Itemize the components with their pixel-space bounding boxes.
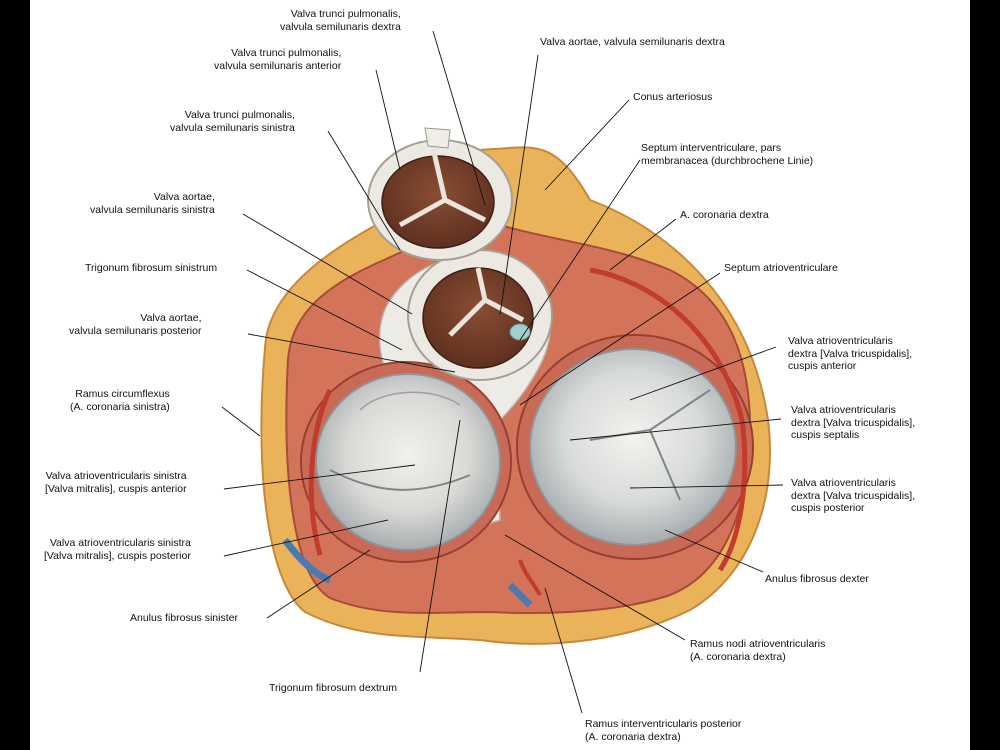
label-ao-sinistra: Valva aortae, valvula semilunaris sinist… — [90, 191, 215, 216]
label-anulus-sinister: Anulus fibrosus sinister — [130, 612, 238, 624]
membranous-septum — [509, 323, 531, 341]
label-tp-dextra: Valva trunci pulmonalis, valvula semilun… — [280, 8, 401, 33]
label-ao-posterior: Valva aortae, valvula semilunaris poster… — [69, 312, 202, 337]
heart-valves-illustration — [221, 30, 784, 714]
label-mitral-posterior: Valva atrioventricularis sinistra [Valva… — [44, 537, 191, 562]
label-ao-dextra: Valva aortae, valvula semilunaris dextra — [540, 36, 725, 48]
label-ramus-iv-posterior: Ramus interventricularis posterior (A. c… — [585, 718, 742, 743]
tricuspid-valve — [529, 348, 737, 546]
label-tricuspid-anterior: Valva atrioventricularis dextra [Valva t… — [788, 335, 913, 372]
label-ramus-circumflexus: Ramus circumflexus (A. coronaria sinistr… — [70, 388, 170, 413]
right-coronary-artery — [589, 267, 748, 572]
label-mitral-anterior: Valva atrioventricularis sinistra [Valva… — [45, 470, 187, 495]
posterior-veins — [507, 582, 533, 608]
label-ramus-nodi: Ramus nodi atrioventricularis (A. corona… — [690, 638, 826, 663]
label-tricuspid-septalis: Valva atrioventricularis dextra [Valva t… — [791, 404, 916, 441]
leader-lines — [221, 30, 784, 714]
label-anulus-dexter: Anulus fibrosus dexter — [765, 573, 869, 585]
label-tp-anterior: Valva trunci pulmonalis, valvula semilun… — [214, 47, 342, 72]
label-tricuspid-posterior: Valva atrioventricularis dextra [Valva t… — [791, 477, 916, 514]
slide: Valva trunci pulmonalis, valvula semilun… — [30, 0, 970, 750]
circumflex-artery — [308, 388, 333, 556]
label-septum-av: Septum atrioventriculare — [724, 262, 838, 274]
label-trig-sin: Trigonum fibrosum sinistrum — [85, 262, 218, 274]
label-conus-arteriosus: Conus arteriosus — [633, 91, 713, 103]
mitral-valve — [315, 373, 501, 551]
label-septum-membranacea: Septum interventriculare, pars membranac… — [641, 142, 814, 167]
label-a-coronaria-dextra: A. coronaria dextra — [680, 209, 769, 221]
label-tp-sinistra: Valva trunci pulmonalis, valvula semilun… — [170, 109, 295, 134]
label-trigonum-dextrum: Trigonum fibrosum dextrum — [269, 682, 397, 694]
